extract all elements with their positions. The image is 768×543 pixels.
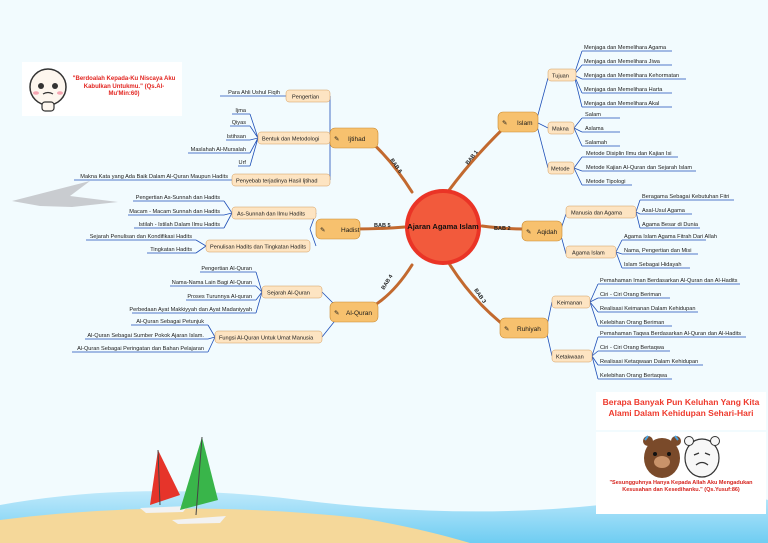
leaf-item[interactable]: Urf (239, 160, 247, 166)
leaf-item[interactable]: Macam - Macam Sunnah dan Hadits (129, 209, 220, 215)
leaf-item[interactable]: Makna Kata yang Ada Baik Dalam Al-Quran … (80, 174, 228, 180)
leaf-item[interactable]: Tingkatan Hadits (150, 247, 192, 253)
topic-label: Ruhiyah (517, 326, 541, 333)
sub-metode[interactable]: Metode (551, 167, 570, 173)
leaf-item[interactable]: Pemahaman Iman Berdasarkan Al-Quran dan … (600, 278, 738, 284)
leaf-item[interactable]: Metode Disiplin Ilmu dan Kajian Isi (586, 151, 672, 157)
topic-label: Islam (517, 120, 533, 127)
leaf-item[interactable]: Metode Kajian Al-Quran dan Sejarah Islam (586, 165, 692, 171)
leaf-item[interactable]: Istihsan (227, 134, 246, 140)
leaf-item[interactable]: Asal-Usul Agama (642, 208, 686, 214)
leaf-item[interactable]: Salam (585, 112, 601, 118)
leaf-item[interactable]: Beragama Sebagai Kebutuhan Fitri (642, 194, 729, 200)
feather-icon: ✎ (504, 326, 510, 333)
sub-penyebab[interactable]: Penyebab terjadinya Hasil Ijtihad (236, 179, 317, 185)
topic-alquran[interactable]: ✎ Al-Quran (329, 301, 379, 323)
leaf-item[interactable]: Realisasi Ketaqwaan Dalam Kehidupan (600, 359, 698, 365)
leaf-item[interactable]: Agama Besar di Dunia (642, 222, 699, 228)
topic-hadist[interactable]: ✎ Hadist (315, 218, 361, 240)
bab-label: BAB 1 (465, 150, 480, 167)
center-label: Ajaran Agama Islam (407, 222, 479, 231)
leaf-item[interactable]: Proses Turunnya Al-quran (187, 294, 252, 300)
sub-sejarah-alquran[interactable]: Sejarah Al-Quran (267, 291, 310, 297)
topic-label: Ijtihad (348, 136, 366, 143)
leaf-item[interactable]: Islam Sebagai Hidayah (624, 262, 682, 268)
leaf-item[interactable]: Qiyas (232, 120, 247, 126)
topic-label: Hadist (341, 227, 360, 234)
leaf-item[interactable]: Perbedaan Ayat Makkiyyah dan Ayat Madani… (129, 307, 252, 313)
leaf-item[interactable]: Ciri - Ciri Orang Bertaqwa (600, 345, 665, 351)
leaf-item[interactable]: Metode Tipologi (586, 179, 626, 185)
sub-tujuan[interactable]: Tujuan (552, 74, 569, 80)
quote-card-bottom: "Sesungguhnya Hanya Kepada Allah Aku Men… (596, 432, 766, 514)
leaf-item[interactable]: Nama, Pengertian dan Misi (624, 248, 691, 254)
connector-bab1 (440, 120, 512, 202)
feather-icon: ✎ (502, 120, 508, 127)
sub-agama-islam[interactable]: Agama Islam (572, 251, 605, 257)
topic-label: Al-Quran (346, 310, 372, 317)
leaf-item[interactable]: Agama Islam Agama Fitrah Dari Allah (624, 234, 717, 240)
leaf-item[interactable]: Al-Quran Sebagai Petunjuk (136, 319, 204, 325)
bab-label: BAB 6 (388, 158, 402, 175)
sub-makna[interactable]: Makna (552, 127, 570, 133)
topic-ijtihad[interactable]: ✎ Ijtihad (329, 127, 379, 149)
connector-bab2 (480, 224, 526, 231)
topic-label: Aqidah (537, 229, 558, 236)
bab-label: BAB 5 (374, 223, 391, 229)
leaf-item[interactable]: Pemahaman Taqwa Berdasarkan Al-Quran dan… (600, 331, 741, 337)
leaf-item[interactable]: Menjaga dan Memelihara Harta (584, 87, 663, 93)
leaf-item[interactable]: Nama-Nama Lain Bagi Al-Quran (172, 280, 252, 286)
sailboat-red-icon (140, 449, 188, 513)
leaf-item[interactable]: Kelebihan Orang Bertaqwa (600, 373, 668, 379)
sub-bentuk[interactable]: Bentuk dan Metodologi (262, 137, 319, 143)
slogan-banner: Berapa Banyak Pun Keluhan Yang Kita Alam… (596, 392, 766, 430)
beach-sand (0, 508, 470, 543)
sub-manusia-agama[interactable]: Manusia dan Agama (571, 211, 623, 217)
quote-text: "Berdoalah Kepada-Ku Niscaya Aku Kabulka… (72, 76, 176, 97)
center-node[interactable]: Ajaran Agama Islam (405, 189, 481, 265)
crying-character-icon (29, 68, 67, 112)
bear-characters-icon (643, 435, 720, 478)
leaf-item[interactable]: Menjaga dan Memelihara Jiwa (584, 59, 661, 65)
leaf-item[interactable]: Al-Quran Sebagai Sumber Pokok Ajaran Isl… (87, 333, 204, 339)
leaf-item[interactable]: Aslama (585, 126, 605, 132)
quote-text: "Sesungguhnya Hanya Kepada Allah Aku Men… (609, 480, 753, 493)
feather-icon: ✎ (320, 227, 326, 234)
leaf-item[interactable]: Realisasi Keimanan Dalam Kehidupan (600, 306, 695, 312)
feather-icon: ✎ (526, 229, 532, 236)
sub-ketakwaan[interactable]: Ketakwaan (556, 355, 584, 361)
leaf-item[interactable]: Pengertian Al-Quran (201, 266, 252, 272)
sub-fungsi-alquran[interactable]: Fungsi Al-Quran Untuk Umat Manusia (219, 336, 314, 342)
leaf-item[interactable]: Istilah - Istilah Dalam Ilmu Hadits (139, 222, 221, 228)
leaf-item[interactable]: Al-Quran Sebagai Peringatan dan Bahan Pe… (77, 346, 204, 352)
gull-shape (12, 181, 118, 207)
sub-pengertian[interactable]: Pengertian (292, 95, 319, 101)
topic-ruhiyah[interactable]: ✎ Ruhiyah (499, 317, 549, 339)
leaf-item[interactable]: Menjaga dan Memelihara Akal (584, 101, 659, 107)
leaf-item[interactable]: Ciri - Ciri Orang Beriman (600, 292, 661, 298)
topic-islam[interactable]: ✎ Islam (497, 111, 539, 133)
leaf-item[interactable]: Menjaga dan Memelihara Kehormatan (584, 73, 679, 79)
leaf-item[interactable]: Kelebihan Orang Beriman (600, 320, 664, 326)
sub-penulisan[interactable]: Penulisan Hadits dan Tingkatan Hadits (210, 245, 306, 251)
leaf-item[interactable]: Sejarah Penulisan dan Kondifikasi Hadits (90, 234, 193, 240)
leaf-item[interactable]: Para Ahli Ushul Fiqih (228, 90, 280, 96)
leaf-item[interactable]: Pengertian As-Sunnah dan Hadits (136, 195, 220, 201)
feather-icon: ✎ (334, 136, 340, 143)
bab-label: BAB 2 (494, 226, 511, 232)
sub-keimanan[interactable]: Keimanan (557, 301, 582, 307)
sailboat-green-icon (172, 436, 226, 524)
feather-icon: ✎ (334, 310, 340, 317)
leaf-item[interactable]: Menjaga dan Memelihara Agama (584, 45, 667, 51)
sub-assunnah[interactable]: As-Sunnah dan Ilmu Hadits (237, 212, 305, 218)
leaf-item[interactable]: Salamah (585, 140, 607, 146)
quote-card-top: "Berdoalah Kepada-Ku Niscaya Aku Kabulka… (22, 62, 182, 116)
topic-aqidah[interactable]: ✎ Aqidah (521, 220, 563, 242)
leaf-item[interactable]: Ijma (235, 108, 246, 114)
leaf-item[interactable]: Maslahah Al-Mursalah (191, 147, 246, 153)
